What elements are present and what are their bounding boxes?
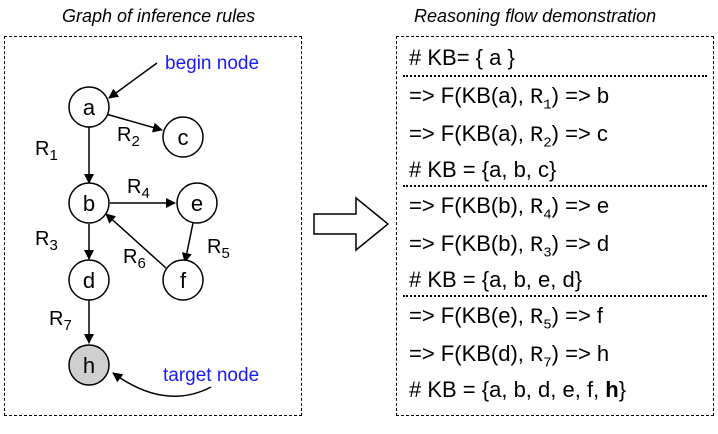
flow-line: => F(KB(b), R4) => e: [409, 193, 610, 224]
node-h-target: h: [68, 344, 110, 386]
flow-line: => F(KB(b), R3) => d: [409, 231, 610, 262]
node-c: c: [162, 116, 204, 158]
rule-label-r2: R2: [117, 124, 140, 150]
node-f: f: [162, 259, 204, 301]
node-d: d: [68, 259, 110, 301]
node-b: b: [68, 182, 110, 224]
separator: [403, 185, 707, 187]
target-node-label: target node: [163, 365, 259, 386]
svg-text:b: b: [83, 191, 95, 216]
flow-line: => F(KB(d), R7) => h: [409, 341, 610, 372]
graph-panel: a c b e d f h R1 R2: [4, 36, 302, 416]
flow-line: => F(KB(a), R1) => b: [409, 83, 610, 114]
rule-label-r1: R1: [35, 138, 58, 164]
svg-text:d: d: [83, 268, 95, 293]
reasoning-panel-title: Reasoning flow demonstration: [414, 6, 657, 26]
svg-text:a: a: [83, 95, 96, 120]
rule-label-r5: R5: [207, 236, 230, 262]
inference-graph: a c b e d f h R1 R2: [35, 53, 259, 398]
rule-label-r4: R4: [127, 176, 150, 202]
edge-target-h: [112, 372, 212, 398]
svg-text:f: f: [180, 268, 187, 293]
separator: [403, 75, 707, 77]
kb-line-1: # KB= { a }: [409, 45, 515, 70]
node-e: e: [176, 182, 218, 224]
separator: [403, 295, 707, 297]
kb-line-2: # KB = {a, b, c}: [409, 157, 557, 182]
begin-node-label: begin node: [165, 53, 259, 74]
svg-text:e: e: [191, 191, 203, 216]
flow-line: => F(KB(e), R5) => f: [409, 303, 604, 334]
node-a: a: [68, 86, 110, 128]
rule-label-r6: R6: [123, 246, 146, 272]
reasoning-panel: # KB= { a } => F(KB(a), R1) => b => F(KB…: [396, 36, 714, 416]
flow-line: => F(KB(a), R2) => c: [409, 121, 608, 152]
edge-f-b: [105, 213, 167, 269]
edge-e-f: [181, 222, 194, 263]
svg-text:h: h: [83, 353, 95, 378]
flow-arrow-icon: [313, 196, 390, 252]
rule-label-r7: R7: [49, 308, 72, 334]
kb-line-3: # KB = {a, b, e, d}: [409, 267, 583, 292]
svg-text:c: c: [178, 125, 189, 150]
rule-label-r3: R3: [35, 228, 58, 254]
kb-line-final: # KB = {a, b, d, e, f, h}: [409, 377, 627, 402]
edge-begin-a: [108, 62, 158, 99]
graph-panel-title: Graph of inference rules: [62, 6, 256, 26]
edge-a-c: [105, 113, 163, 133]
